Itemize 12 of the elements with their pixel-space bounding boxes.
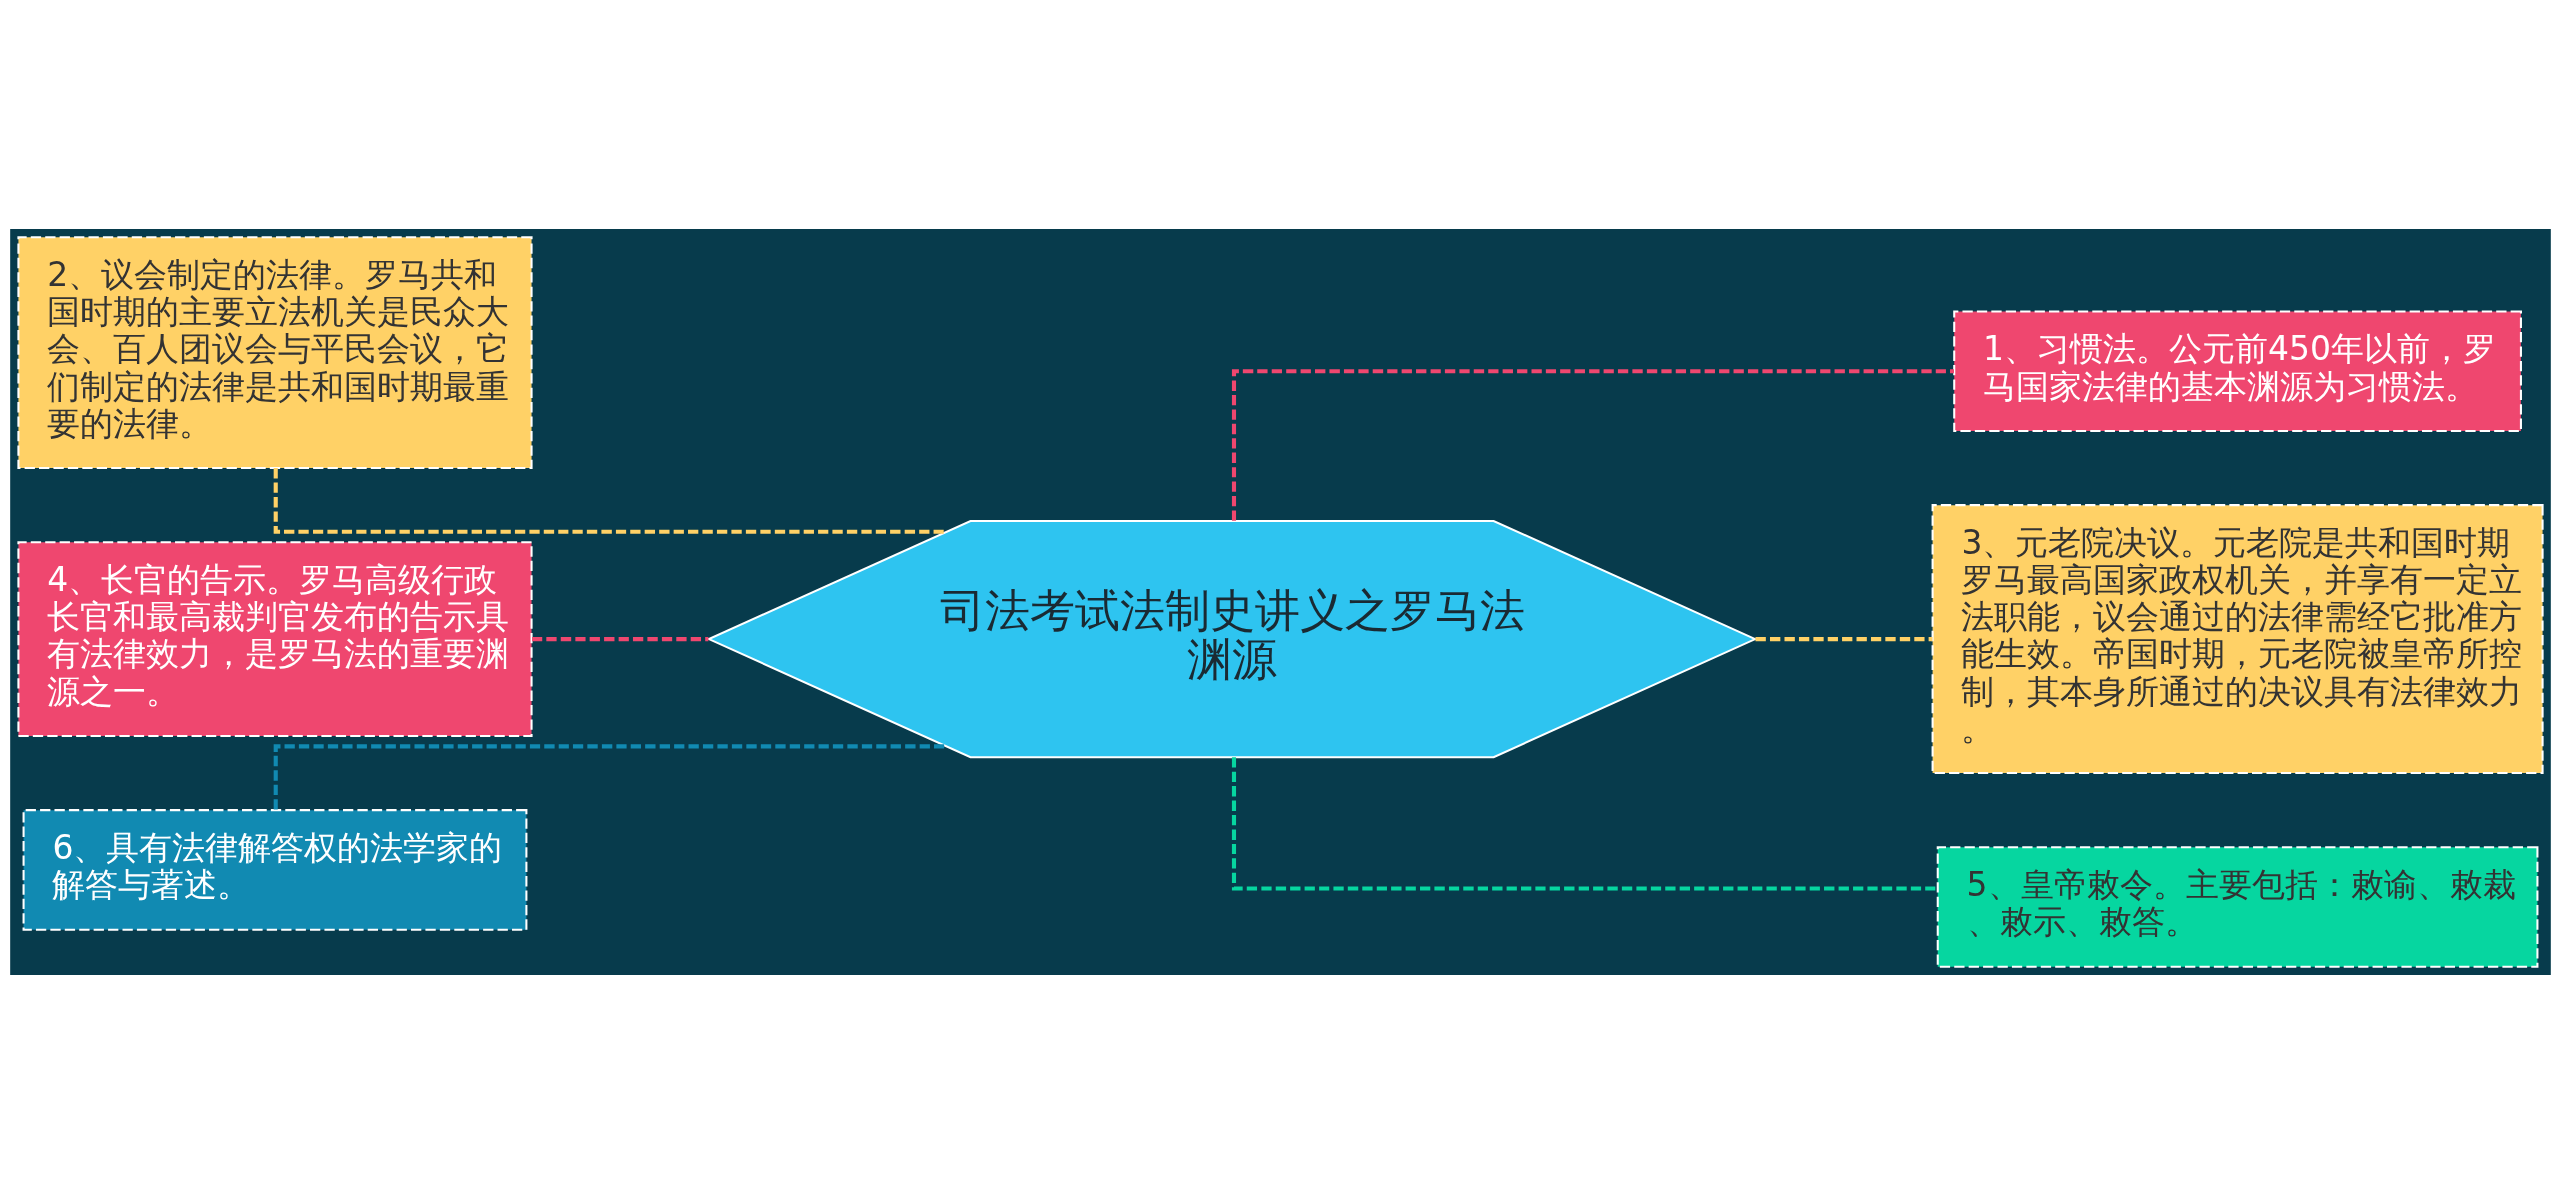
node-box: 5、皇帝敕令。主要包括：敕谕、敕裁、敕示、敕答。 bbox=[1936, 845, 2538, 968]
connector bbox=[273, 743, 946, 810]
node-box: 2、议会制定的法律。罗马共和国时期的主要立法机关是民众大会、百人团议会与平民会议，它们制定的法律是共和国时期最重要的法律。 bbox=[16, 235, 533, 469]
node-box: 1、习惯法。公元前450年以前，罗马国家法律的基本渊源为习惯法。 bbox=[1952, 309, 2522, 432]
connector bbox=[1754, 636, 1933, 641]
node-box: 4、长官的告示。罗马高级行政长官和最高裁判官发布的告示具有法律效力，是罗马法的重要渊源之一。 bbox=[16, 540, 533, 737]
connector bbox=[531, 636, 708, 641]
connector bbox=[1231, 368, 1954, 521]
node-box: 6、具有法律解答权的法学家的解答与著述。 bbox=[22, 808, 527, 931]
connector bbox=[1231, 756, 1937, 890]
node-box: 3、元老院决议。元老院是共和国时期罗马最高国家政权机关，并享有一定立法职能，议会通过的法律需经它批准方能生效。帝国时期，元老院被皇帝所控制，其本身所通过的决议具有法律效力。 bbox=[1931, 503, 2544, 774]
connector bbox=[273, 467, 946, 534]
